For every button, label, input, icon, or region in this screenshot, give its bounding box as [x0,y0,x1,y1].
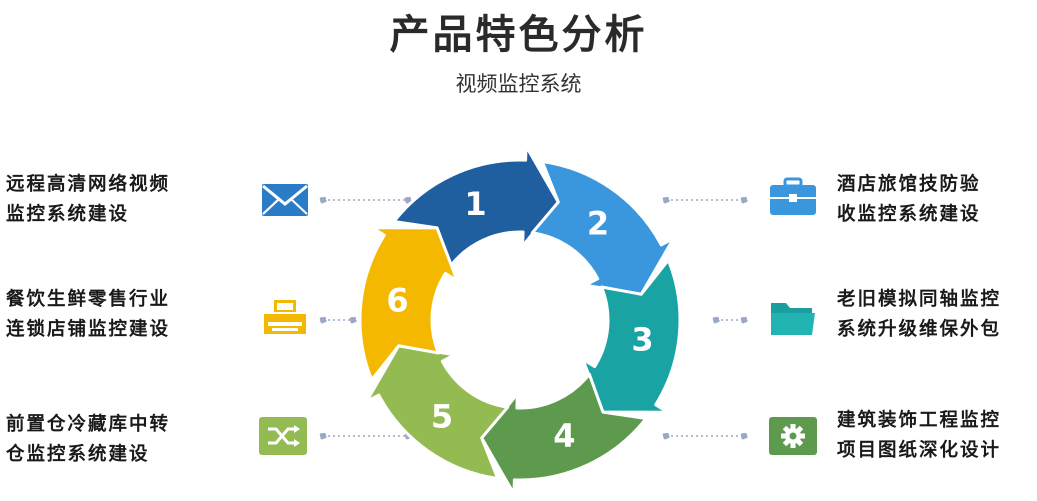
item-left-top-line2: 监控系统建设 [6,204,130,225]
shuffle-icon [258,416,308,456]
cycle-step-number-1: 1 [464,185,486,223]
cycle-arrow-2 [530,160,676,296]
cycle-step-number-5: 5 [431,397,453,435]
cycle-step-number-6: 6 [386,282,408,320]
item-left-mid-line1: 餐饮生鲜零售行业 [6,289,171,310]
item-right-mid-line1: 老旧模拟同轴监控 [837,289,1002,310]
folder-icon [768,299,818,339]
item-left-top-text: 远程高清网络视频 监控系统建设 [6,170,170,230]
cycle-step-number-2: 2 [587,205,609,243]
cycle-arrow-5 [364,344,510,480]
item-left-top-line1: 远程高清网络视频 [6,174,171,195]
item-right-bottom-line2: 项目图纸深化设计 [837,440,1002,461]
page-title: 产品特色分析 [389,12,648,58]
item-right-bottom-line1: 建筑装饰工程监控 [837,410,1002,431]
item-right-mid-text: 老旧模拟同轴监控 系统升级维保外包 [837,285,1001,345]
item-right-top-line2: 收监控系统建设 [837,204,981,225]
page-subtitle: 视频监控系统 [455,72,582,96]
briefcase-icon [768,177,818,217]
item-left-bottom-line2: 仓监控系统建设 [6,444,150,465]
item-left-mid-text: 餐饮生鲜零售行业 连锁店铺监控建设 [6,285,170,345]
cycle-arrow-3 [581,258,682,414]
cycle-step-number-3: 3 [631,320,653,358]
item-left-mid-line2: 连锁店铺监控建设 [6,319,171,340]
mail-icon [260,180,310,220]
gear-icon [768,416,818,456]
cycle-arrow-4 [480,372,648,496]
item-left-bottom-text: 前置仓冷藏库中转 仓监控系统建设 [6,410,170,470]
cycle-arrow-1 [392,144,560,268]
item-right-top-text: 酒店旅馆技防验 收监控系统建设 [837,170,981,230]
item-right-bottom-text: 建筑装饰工程监控 项目图纸深化设计 [837,406,1001,466]
cycle-diagram: 1 2 3 4 5 6 [358,144,682,496]
cycle-arrow-6 [358,226,459,382]
item-left-bottom-line1: 前置仓冷藏库中转 [6,414,171,435]
item-right-top-line1: 酒店旅馆技防验 [837,174,981,195]
cycle-step-number-4: 4 [553,417,575,455]
printer-icon [260,298,310,338]
item-right-mid-line2: 系统升级维保外包 [837,319,1002,340]
